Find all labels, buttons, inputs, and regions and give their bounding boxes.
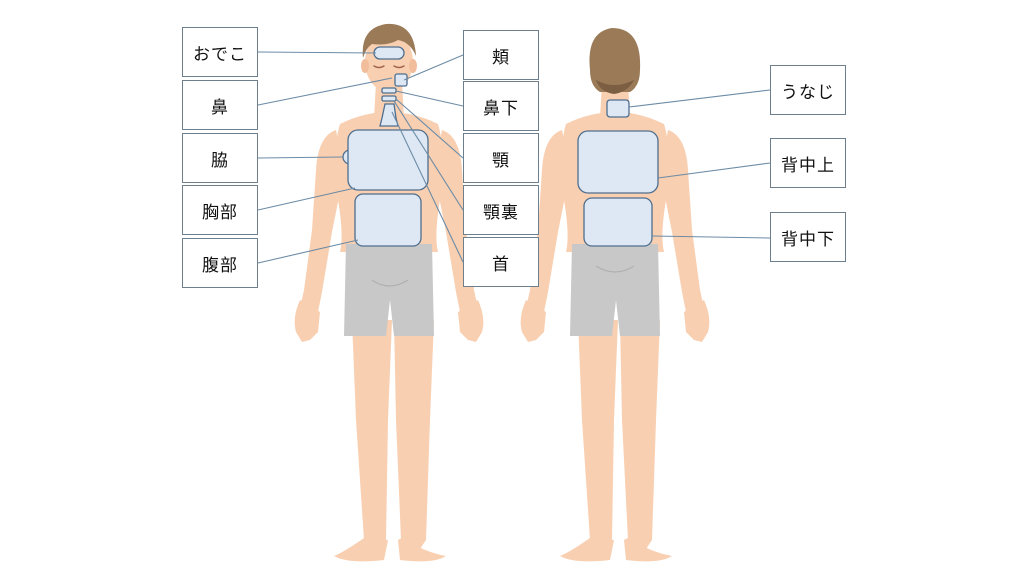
pad-nape: [606, 99, 630, 118]
pad-upper-back: [577, 130, 659, 194]
label-under-nose: 鼻下: [463, 81, 539, 131]
leader-jaw: [395, 98, 464, 159]
leader-upper-back: [657, 162, 771, 179]
leader-chest: [257, 187, 356, 211]
leader-cheek: [403, 54, 464, 81]
label-cheek: 頬: [463, 30, 539, 80]
leader-armpit: [257, 156, 344, 159]
leader-neck: [391, 111, 464, 263]
leader-abdomen: [257, 239, 359, 264]
label-neck: 首: [463, 237, 539, 287]
label-under-jaw: 顎裏: [463, 185, 539, 235]
pad-abdomen: [354, 193, 422, 247]
pad-forehead: [373, 46, 405, 60]
pad-cheek: [394, 73, 408, 87]
leader-nape: [628, 89, 771, 108]
label-chest: 胸部: [182, 185, 258, 235]
pad-jaw: [381, 95, 397, 102]
label-jaw: 顎: [463, 133, 539, 183]
pad-chest: [347, 129, 429, 191]
pad-lower-back: [583, 197, 653, 247]
leader-under-jaw: [393, 100, 464, 211]
label-lower-back: 背中下: [770, 212, 846, 262]
label-nose: 鼻: [182, 80, 258, 130]
label-upper-back: 背中上: [770, 138, 846, 188]
pad-neck: [379, 103, 399, 127]
label-armpit: 脇: [182, 133, 258, 183]
leader-under-nose: [395, 90, 464, 107]
label-nape: うなじ: [770, 65, 846, 115]
leader-nose: [257, 77, 393, 106]
pad-under-nose: [381, 87, 397, 94]
leader-forehead: [257, 51, 377, 54]
back-pads: [577, 99, 659, 247]
leader-lower-back: [651, 235, 771, 239]
label-forehead: おでこ: [182, 27, 258, 77]
leader-lines: [257, 51, 771, 264]
label-abdomen: 腹部: [182, 238, 258, 288]
